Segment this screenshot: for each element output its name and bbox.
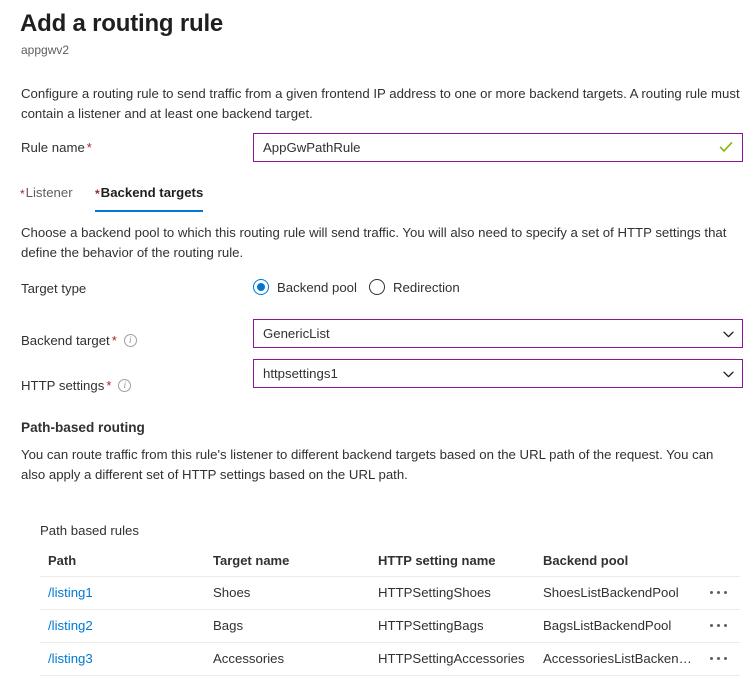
- http-settings-label-text: HTTP settings: [21, 378, 105, 393]
- radio-redirection[interactable]: Redirection: [369, 276, 460, 298]
- required-asterisk: *: [111, 333, 117, 348]
- column-header-path: Path: [48, 553, 77, 568]
- more-options-icon[interactable]: [709, 651, 731, 667]
- target-type-label: Target type: [21, 281, 87, 296]
- radio-redirection-indicator: [369, 279, 385, 295]
- page-title: Add a routing rule: [20, 10, 224, 37]
- backend-pool-cell: AccessoriesListBackendP...: [543, 651, 698, 666]
- rule-name-label-text: Rule name: [21, 140, 85, 155]
- radio-backend-pool-label: Backend pool: [277, 280, 357, 295]
- http-settings-label: HTTP settings*: [21, 376, 132, 396]
- path-based-routing-description: You can route traffic from this rule's l…: [21, 447, 714, 482]
- http-setting-name-cell: HTTPSettingAccessories: [378, 651, 525, 666]
- target-name-cell: Accessories: [213, 651, 285, 666]
- path-based-rules-caption: Path based rules: [40, 523, 139, 538]
- tab-listener-asterisk: *: [20, 187, 25, 201]
- table-row: /listing2 Bags HTTPSettingBags BagsListB…: [40, 610, 740, 643]
- rule-name-input[interactable]: AppGwPathRule: [253, 133, 743, 162]
- target-name-cell: Bags: [213, 618, 244, 633]
- checkmark-icon: [719, 142, 733, 152]
- info-circle-icon[interactable]: [123, 334, 137, 347]
- tab-backend-asterisk: *: [95, 187, 100, 201]
- backend-targets-description: Choose a backend pool to which this rout…: [21, 225, 727, 260]
- backend-target-value: GenericList: [263, 326, 330, 341]
- backend-pool-cell: BagsListBackendPool: [543, 618, 672, 633]
- tab-active-underline: [95, 210, 204, 212]
- path-link[interactable]: /listing2: [48, 618, 93, 633]
- table-row: /listing3 Accessories HTTPSettingAccesso…: [40, 643, 740, 676]
- tab-listener-label: Listener: [25, 185, 73, 200]
- path-based-rules-table: Path Target name HTTP setting name Backe…: [40, 548, 740, 676]
- backend-target-label: Backend target*: [21, 331, 137, 351]
- http-setting-name-cell: HTTPSettingBags: [378, 618, 484, 633]
- http-settings-dropdown[interactable]: httpsettings1: [253, 359, 743, 388]
- path-link[interactable]: /listing3: [48, 651, 93, 666]
- backend-pool-cell: ShoesListBackendPool: [543, 585, 679, 600]
- column-header-target-name: Target name: [213, 553, 290, 568]
- target-name-cell: Shoes: [213, 585, 251, 600]
- tab-backend-label: Backend targets: [100, 185, 204, 200]
- radio-redirection-label: Redirection: [393, 280, 460, 295]
- column-header-http-setting-name: HTTP setting name: [378, 553, 496, 568]
- required-asterisk: *: [106, 378, 112, 393]
- tab-listener[interactable]: *Listener: [20, 183, 73, 212]
- path-link[interactable]: /listing1: [48, 585, 93, 600]
- page-subtitle: appgwv2: [21, 43, 70, 57]
- chevron-down-icon: [723, 331, 734, 338]
- radio-backend-pool[interactable]: Backend pool: [253, 276, 357, 298]
- rule-name-label: Rule name*: [21, 138, 92, 158]
- http-setting-name-cell: HTTPSettingShoes: [378, 585, 491, 600]
- backend-target-label-text: Backend target: [21, 333, 110, 348]
- more-options-icon[interactable]: [709, 585, 731, 601]
- chevron-down-icon: [723, 371, 734, 378]
- rule-name-value: AppGwPathRule: [263, 140, 361, 155]
- table-row: /listing1 Shoes HTTPSettingShoes ShoesLi…: [40, 577, 740, 610]
- http-settings-value: httpsettings1: [263, 366, 338, 381]
- intro-description: Configure a routing rule to send traffic…: [21, 86, 740, 121]
- more-options-icon[interactable]: [709, 618, 731, 634]
- backend-target-dropdown[interactable]: GenericList: [253, 319, 743, 348]
- info-circle-icon[interactable]: [118, 379, 132, 392]
- required-asterisk: *: [86, 140, 92, 155]
- path-based-routing-heading: Path-based routing: [21, 420, 145, 435]
- tab-backend-targets[interactable]: *Backend targets: [95, 183, 204, 212]
- radio-backend-pool-indicator: [253, 279, 269, 295]
- table-header-row: Path Target name HTTP setting name Backe…: [40, 548, 740, 577]
- column-header-backend-pool: Backend pool: [543, 553, 629, 568]
